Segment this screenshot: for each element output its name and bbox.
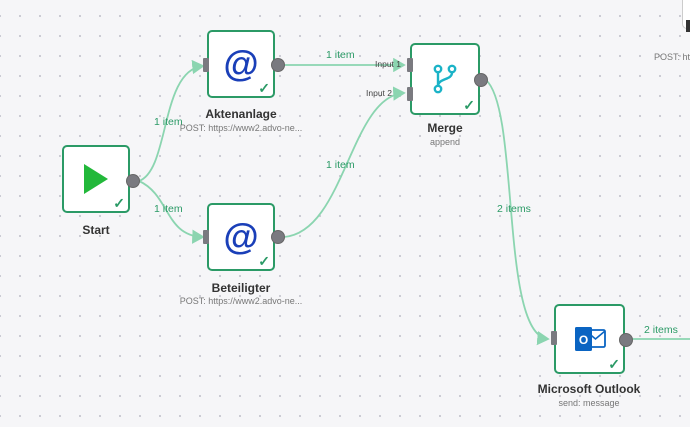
edge-start-aktenanlage[interactable] <box>138 59 205 182</box>
at-sign-icon: @ <box>223 43 259 84</box>
node-merge-subtitle: append <box>429 137 461 147</box>
merge-input1-handle[interactable] <box>407 58 413 72</box>
node-merge-title: Merge <box>427 121 463 135</box>
beteiligter-output-handle[interactable] <box>271 230 285 244</box>
edge-label-start-aktenanlage: 1 item <box>154 116 183 128</box>
edge-label-aktenanlage-merge: 1 item <box>326 49 355 61</box>
node-microsoft-outlook[interactable]: O ✓ <box>554 304 625 374</box>
play-icon <box>84 164 108 194</box>
node-start-title: Start <box>82 223 110 237</box>
outlook-input-handle[interactable] <box>551 331 557 345</box>
start-output-handle[interactable] <box>126 174 140 188</box>
edge-beteiligter-merge[interactable] <box>283 86 406 238</box>
node-start[interactable]: ✓ <box>62 145 130 213</box>
success-check-icon: ✓ <box>113 195 125 211</box>
node-aktenanlage[interactable]: @ ✓ <box>207 30 275 98</box>
success-check-icon: ✓ <box>258 80 270 96</box>
partial-node-handle <box>686 20 690 32</box>
outlook-icon: O <box>574 327 606 351</box>
edge-label-outlook-out: 2 items <box>644 324 678 336</box>
node-aktenanlage-subtitle: POST: https://www2.advo-ne... <box>179 123 303 133</box>
edge-merge-outlook[interactable] <box>485 79 550 346</box>
outlook-output-handle[interactable] <box>619 333 633 347</box>
success-check-icon: ✓ <box>463 97 475 113</box>
edge-label-beteiligter-merge: 1 item <box>326 159 355 171</box>
merge-input2-label: Input 2 <box>366 88 392 98</box>
success-check-icon: ✓ <box>258 253 270 269</box>
node-beteiligter[interactable]: @ ✓ <box>207 203 275 271</box>
success-check-icon: ✓ <box>608 356 620 372</box>
node-outlook-subtitle: send: message <box>558 398 620 408</box>
at-sign-icon: @ <box>223 216 259 257</box>
aktenanlage-input-handle[interactable] <box>203 58 209 72</box>
svg-text:O: O <box>578 333 587 347</box>
edge-start-beteiligter[interactable] <box>138 180 205 244</box>
node-merge[interactable]: ✓ <box>410 43 480 115</box>
merge-output-handle[interactable] <box>474 73 488 87</box>
edge-label-merge-outlook: 2 items <box>497 203 531 215</box>
partial-node-subtitle: POST: ht <box>654 52 690 62</box>
merge-input1-label: Input 1 <box>375 59 401 69</box>
node-outlook-title: Microsoft Outlook <box>537 382 641 396</box>
merge-input2-handle[interactable] <box>407 87 413 101</box>
node-beteiligter-subtitle: POST: https://www2.advo-ne... <box>179 296 303 306</box>
edge-label-start-beteiligter: 1 item <box>154 203 183 215</box>
aktenanlage-output-handle[interactable] <box>271 58 285 72</box>
beteiligter-input-handle[interactable] <box>203 230 209 244</box>
merge-icon <box>433 64 457 94</box>
node-aktenanlage-title: Aktenanlage <box>205 107 277 121</box>
node-beteiligter-title: Beteiligter <box>211 281 271 295</box>
